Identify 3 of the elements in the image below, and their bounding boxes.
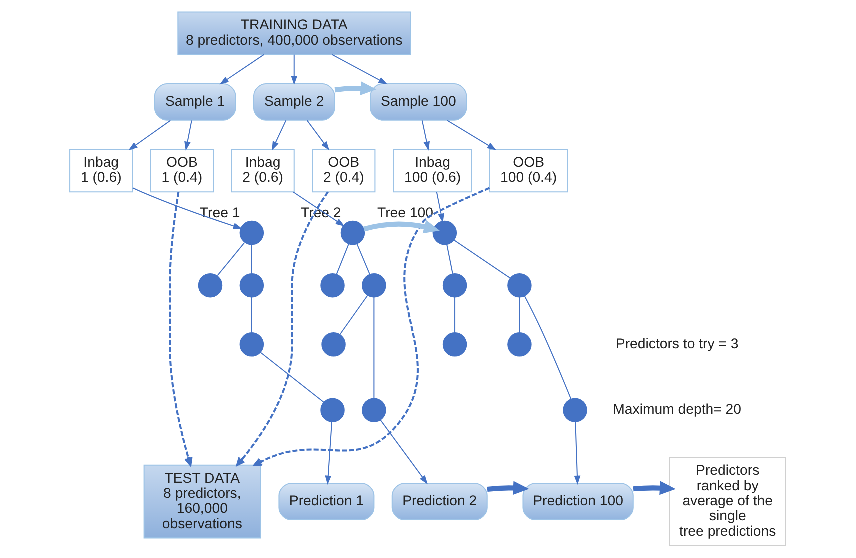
label: Maximum depth= 20 (613, 401, 742, 418)
label: Predictors to try = 3 (616, 335, 739, 352)
node-label: Tree 1 (200, 204, 240, 221)
